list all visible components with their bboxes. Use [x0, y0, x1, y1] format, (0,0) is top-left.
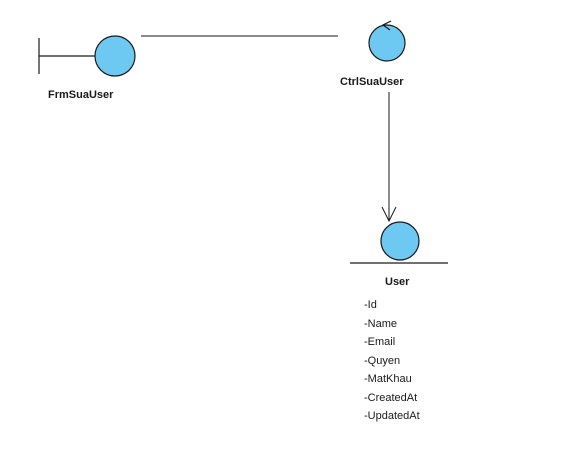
boundary-icon[interactable] [38, 35, 136, 77]
control-icon[interactable] [368, 20, 406, 62]
control-name-label: CtrlSuaUser [340, 76, 404, 88]
entity-attribute: -Email [364, 336, 396, 348]
entity-attribute: -Name [364, 317, 398, 330]
entity-icon[interactable] [350, 221, 448, 264]
association-arrow-control-entity[interactable] [381, 92, 397, 223]
entity-attribute: -Quyen [364, 354, 401, 367]
entity-attribute: -MatKhau [364, 373, 412, 385]
control-arrowhead [381, 20, 392, 31]
boundary-name-label: FrmSuaUser [48, 89, 114, 101]
entity-attribute-list: -Id -Name -Email -Quyen -MatKhau -Create… [364, 296, 420, 426]
entity-attribute: -CreatedAt [364, 391, 418, 404]
entity-attribute: -Id [364, 299, 377, 311]
entity-attribute: -UpdatedAt [364, 410, 420, 422]
entity-name-label: User [385, 276, 410, 288]
